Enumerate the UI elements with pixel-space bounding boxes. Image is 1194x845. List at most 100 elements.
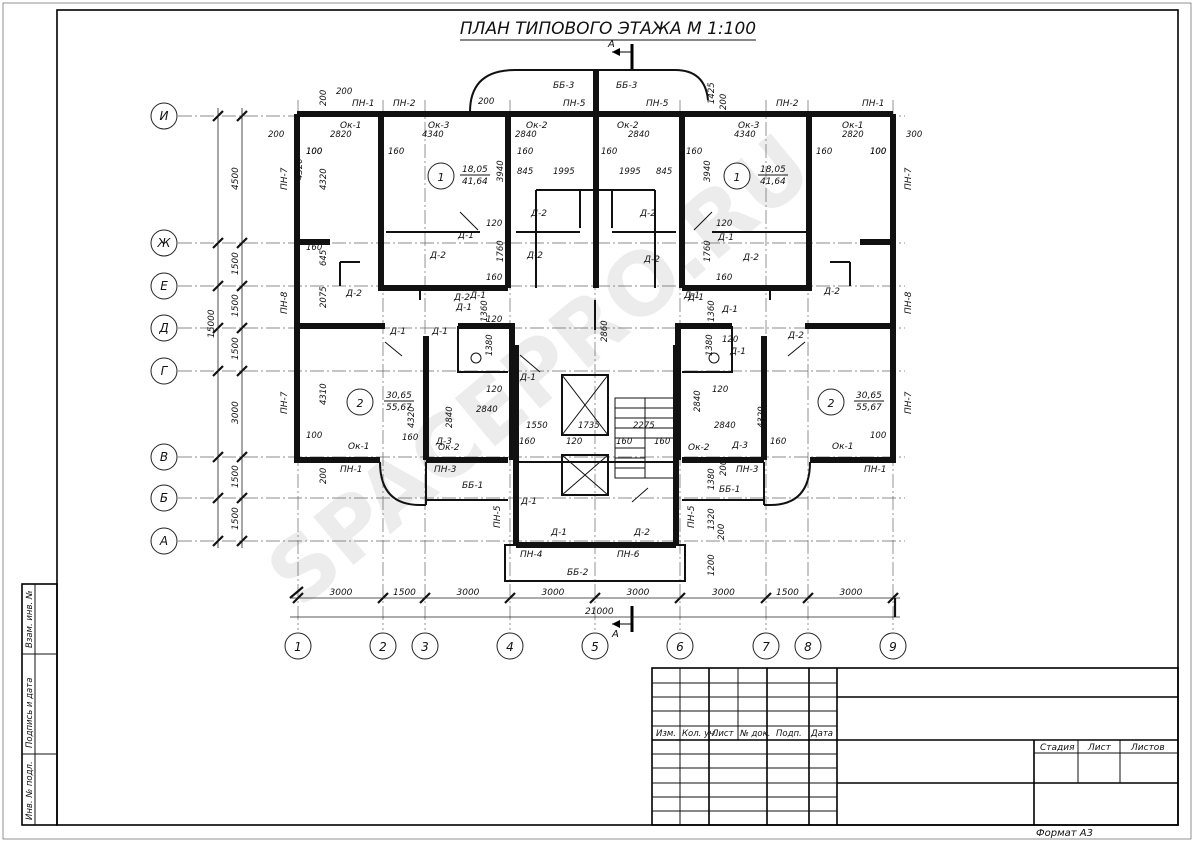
dimension-label: 2840 xyxy=(515,130,537,140)
axis-label: И xyxy=(160,109,169,123)
title-block: Изм. Кол. уч. Лист № док. Подп. Дата Ста… xyxy=(651,667,1179,826)
inner-dimension: 100 xyxy=(870,431,886,441)
axis-label: 1 xyxy=(294,640,302,654)
dimension-label: 2820 xyxy=(842,130,864,140)
span-dimension: 1500 xyxy=(776,588,799,598)
door-label: Д-2 xyxy=(742,253,759,263)
element-label: ПН-5 xyxy=(493,505,503,528)
header-change: Изм. xyxy=(656,729,676,739)
inner-dimension: 1380 xyxy=(705,334,715,356)
title-block-grid xyxy=(652,668,837,825)
element-label: ПН-1 xyxy=(340,465,363,475)
element-label: ПН-4 xyxy=(520,550,543,560)
side-panel-label: ПН-7 xyxy=(280,391,290,414)
axis-bubble xyxy=(411,632,439,660)
span-dimension: 1500 xyxy=(231,465,241,488)
side-panel-label: ПН-8 xyxy=(904,291,914,314)
axis-label: 3 xyxy=(421,640,429,654)
inner-dimension: 200 xyxy=(717,524,727,540)
axis-label: 9 xyxy=(889,640,897,654)
inner-dimension: 120 xyxy=(486,219,502,229)
inner-dimension: 1550 xyxy=(526,421,548,431)
axis-bubble xyxy=(150,102,178,130)
axis-bubble xyxy=(496,632,524,660)
inner-dimension: 845 xyxy=(656,167,672,177)
door-label: Д-2 xyxy=(530,209,547,219)
svg-text:1: 1 xyxy=(734,171,741,184)
axis-label: Е xyxy=(160,279,168,293)
svg-text:55,67: 55,67 xyxy=(386,403,412,413)
axis-label: А xyxy=(159,534,168,548)
inner-dimension: 160 xyxy=(388,147,404,157)
svg-text:2: 2 xyxy=(357,397,364,410)
axis-label: 6 xyxy=(676,640,684,654)
element-label: Ок-1 xyxy=(348,442,370,452)
header-date: Дата xyxy=(810,729,833,739)
element-label: ББ-3 xyxy=(553,81,575,91)
inner-dimension: 2275 xyxy=(633,421,655,431)
door-label: Д-1 xyxy=(469,291,486,301)
building-walls xyxy=(294,69,896,582)
door-label: Д-2 xyxy=(429,251,446,261)
total-width: 21000 xyxy=(585,607,614,617)
svg-text:18,05: 18,05 xyxy=(462,165,488,175)
element-label: ПН-3 xyxy=(736,465,759,475)
door-label: Д-2 xyxy=(643,255,660,265)
door-label: Д-1 xyxy=(457,231,474,241)
header-sheets: Листов xyxy=(1130,743,1165,753)
inner-dimension: 4320 xyxy=(295,158,305,180)
side-panel-label: ПН-7 xyxy=(904,391,914,414)
element-label: ББ-2 xyxy=(567,568,589,578)
element-label: ПН-5 xyxy=(687,505,697,528)
span-dimension: 1500 xyxy=(231,507,241,530)
svg-text:30,65: 30,65 xyxy=(386,391,412,401)
door-label: Д-2 xyxy=(633,528,650,538)
inner-dimension: 1360 xyxy=(707,300,717,322)
inner-dimension: 160 xyxy=(616,437,632,447)
inner-dimension: 1380 xyxy=(485,334,495,356)
element-label: ПН-2 xyxy=(393,99,416,109)
door-label: Д-2 xyxy=(345,289,362,299)
element-label: ББ-1 xyxy=(719,485,740,495)
span-dimension: 3000 xyxy=(330,588,353,598)
inner-dimension: 200 xyxy=(319,468,329,484)
door-label: Д-1 xyxy=(729,347,746,357)
axis-label: В xyxy=(160,450,168,464)
svg-text:41,64: 41,64 xyxy=(462,177,488,187)
door-label: Д-1 xyxy=(455,303,472,313)
inner-dimension: 160 xyxy=(716,273,732,283)
element-label: Ок-1 xyxy=(832,442,854,452)
inner-dimension: 160 xyxy=(517,147,533,157)
axis-label: Г xyxy=(161,364,169,378)
inner-dimension: 2840 xyxy=(714,421,736,431)
svg-text:41,64: 41,64 xyxy=(760,177,786,187)
inner-dimension: 120 xyxy=(486,385,502,395)
svg-text:18,05: 18,05 xyxy=(760,165,786,175)
span-dimension: 3000 xyxy=(457,588,480,598)
span-dimension: 4500 xyxy=(231,167,241,190)
door-label: Д-2 xyxy=(526,251,543,261)
header-sheet-no: Лист xyxy=(1087,743,1112,753)
dimension-lines xyxy=(217,108,900,618)
door-label: Д-1 xyxy=(721,305,738,315)
door-label: Д-2 xyxy=(639,209,656,219)
header-doc: № док. xyxy=(739,729,770,739)
drawing-title: ПЛАН ТИПОВОГО ЭТАЖА М 1:100 xyxy=(460,19,756,39)
inner-dimension: 1995 xyxy=(619,167,641,177)
axis-label: Б xyxy=(160,491,168,505)
inner-dimension: 845 xyxy=(517,167,533,177)
element-label: ПН-2 xyxy=(776,99,799,109)
door-label: Д-1 xyxy=(431,327,448,337)
dimension-label: 2840 xyxy=(628,130,650,140)
axis-label: 8 xyxy=(804,640,812,654)
span-dimension: 3000 xyxy=(840,588,863,598)
stamp-replaced: Взам. инв. № xyxy=(25,590,35,648)
element-label: Ок-2 xyxy=(526,121,548,131)
axis-label: 7 xyxy=(762,640,770,654)
element-label: Ок-1 xyxy=(842,121,864,131)
dimension-label: 100 xyxy=(306,147,322,157)
door-label: Д-1 xyxy=(550,528,567,538)
